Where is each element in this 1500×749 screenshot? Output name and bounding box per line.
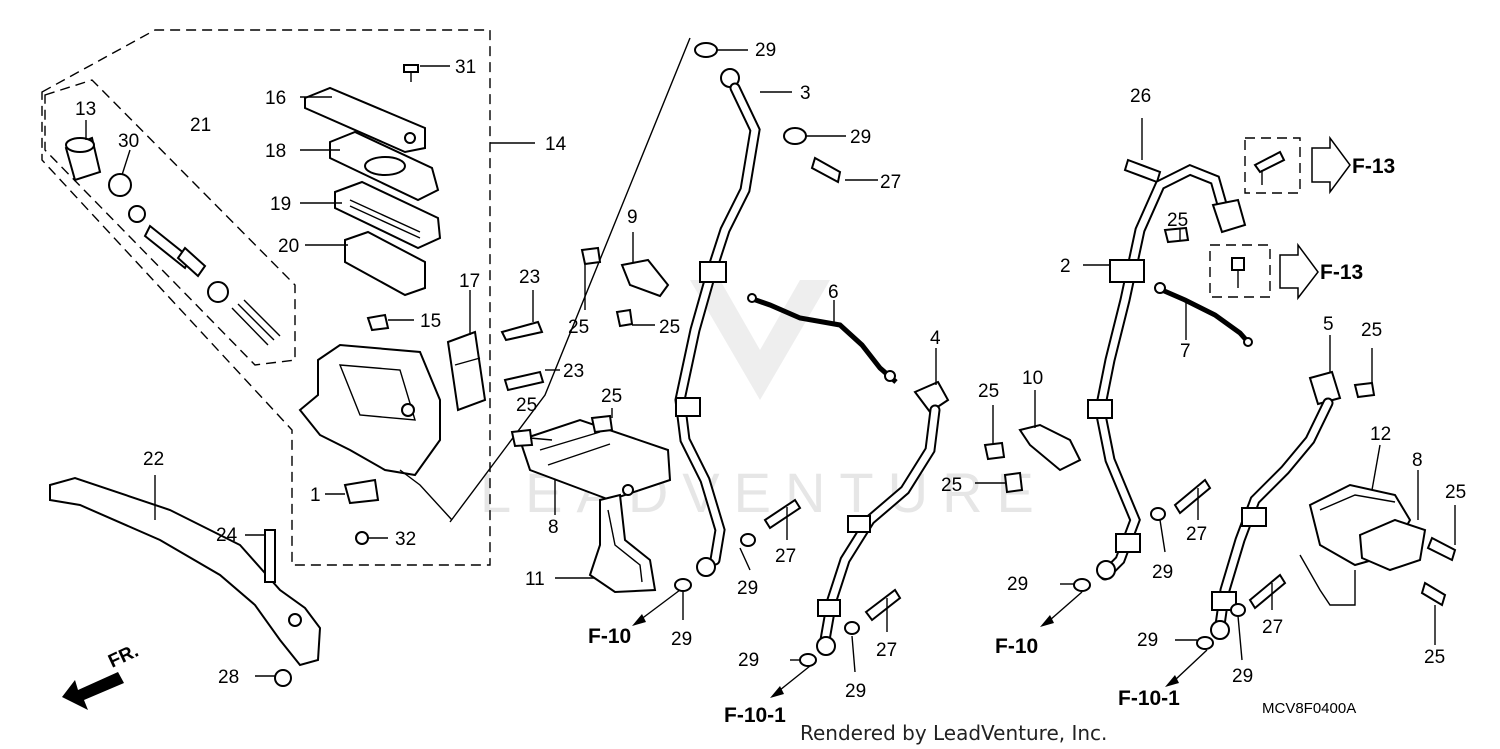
callout-8-right: 8	[1412, 450, 1423, 471]
front-brake-hoses-left	[449, 37, 950, 698]
callout-18: 18	[265, 141, 286, 162]
callout-27-e: 27	[1262, 617, 1283, 638]
callout-9: 9	[627, 207, 638, 228]
ref-f10-right: F-10	[995, 635, 1038, 658]
ref-f13-top: F-13	[1352, 155, 1395, 178]
section-references: F-13 F-13 F-10 F-10 F-10-1 F-10-1	[588, 155, 1395, 727]
callout-25-f: 25	[941, 475, 962, 496]
callout-22: 22	[143, 449, 164, 470]
callout-13: 13	[75, 99, 96, 120]
callout-26: 26	[1130, 86, 1151, 107]
callout-16: 16	[265, 88, 286, 109]
callout-12: 12	[1370, 424, 1391, 445]
callout-31: 31	[455, 57, 476, 78]
ref-f10-left: F-10	[588, 625, 631, 648]
callout-29-a: 29	[755, 40, 776, 61]
callout-27-d: 27	[1186, 524, 1207, 545]
callout-29-j: 29	[1232, 666, 1253, 687]
callout-25-i: 25	[1445, 482, 1466, 503]
callout-19: 19	[270, 194, 291, 215]
brake-lever	[49, 475, 322, 710]
callout-29-g: 29	[1007, 574, 1028, 595]
callout-30: 30	[118, 131, 139, 152]
callout-11: 11	[525, 569, 545, 590]
callout-23-bottom: 23	[563, 361, 584, 382]
callout-14: 14	[545, 134, 567, 155]
callout-29-i: 29	[1137, 630, 1158, 651]
ref-f10-1-right: F-10-1	[1118, 687, 1180, 710]
callout-27-c: 27	[876, 640, 897, 661]
callout-29-c: 29	[737, 578, 758, 599]
callout-8-left: 8	[548, 517, 559, 538]
callout-29-b: 29	[850, 127, 871, 148]
callout-32: 32	[395, 529, 416, 550]
callout-28: 28	[218, 667, 239, 688]
front-indicator: FR.	[105, 641, 142, 673]
callout-25-h: 25	[1361, 320, 1382, 341]
front-brake-hoses-right	[975, 118, 1457, 687]
callout-15: 15	[420, 311, 441, 332]
callout-2: 2	[1060, 256, 1071, 277]
callout-24: 24	[216, 525, 238, 546]
callout-25-e: 25	[978, 381, 999, 402]
callout-25-a: 25	[568, 317, 589, 338]
ref-f13-bottom: F-13	[1320, 261, 1363, 284]
callout-29-f: 29	[845, 681, 866, 702]
callout-25-b: 25	[659, 317, 680, 338]
watermark: LEADVENTURE	[480, 280, 1034, 524]
callout-5: 5	[1323, 314, 1334, 335]
callout-3: 3	[800, 83, 811, 104]
callout-25-d: 25	[601, 386, 622, 407]
master-cylinder-group	[41, 29, 535, 566]
callout-7: 7	[1180, 341, 1191, 362]
diagram-code: MCV8F0400A	[1262, 700, 1356, 717]
callout-1: 1	[310, 485, 321, 506]
callout-29-h: 29	[1152, 562, 1173, 583]
callout-27-b: 27	[775, 546, 796, 567]
callout-17: 17	[459, 271, 480, 292]
callout-25-j: 25	[1424, 647, 1445, 668]
callout-labels: 1 2 3 4 5 6 7 8 8 9 10 11 12 13 14 15 16…	[75, 40, 1466, 702]
callout-23-top: 23	[519, 267, 540, 288]
callout-6: 6	[828, 282, 839, 303]
callout-4: 4	[930, 328, 941, 349]
ref-f10-1-left: F-10-1	[724, 704, 786, 727]
callout-29-e: 29	[738, 650, 759, 671]
callout-10: 10	[1022, 368, 1043, 389]
render-credit: Rendered by LeadVenture, Inc.	[800, 721, 1107, 745]
callout-27-a: 27	[880, 172, 901, 193]
callout-25-g: 25	[1167, 210, 1188, 231]
callout-21: 21	[190, 115, 211, 136]
callout-25-c: 25	[516, 395, 537, 416]
callout-29-d: 29	[671, 629, 692, 650]
callout-20: 20	[278, 236, 299, 257]
